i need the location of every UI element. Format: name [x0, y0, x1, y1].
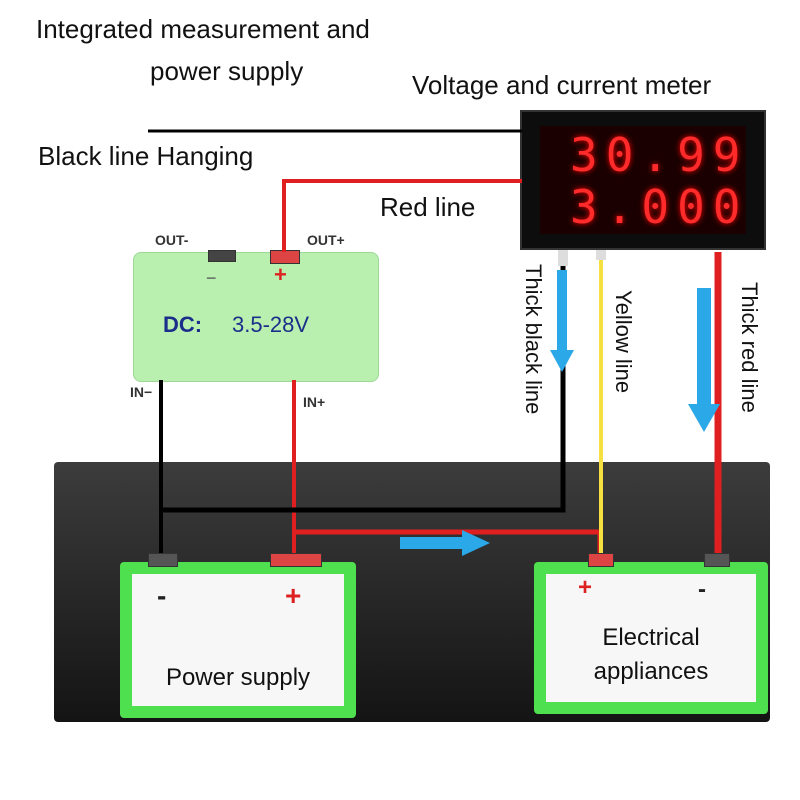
appliance-plus-sign: +	[578, 574, 593, 601]
meter-display	[540, 126, 746, 234]
meter-pin-yellow	[596, 250, 606, 260]
power-supply-plus-sign: +	[285, 580, 302, 611]
appliance-minus-terminal	[704, 553, 730, 567]
out-plus-label: OUT+	[307, 232, 345, 248]
current-reading: 3.000	[570, 180, 749, 234]
power-supply-minus-terminal	[148, 553, 178, 567]
appliance-plus-terminal	[588, 553, 614, 567]
appliance-face	[546, 574, 756, 702]
title-line-1: Integrated measurement and	[36, 14, 370, 44]
yellow-line-label: Yellow line	[611, 290, 636, 394]
power-supply-minus-sign: -	[157, 580, 167, 611]
out-minus-terminal	[208, 250, 236, 262]
right-arrow-current-icon	[400, 530, 490, 556]
in-minus-label: IN−	[130, 384, 153, 400]
meter-title: Voltage and current meter	[412, 70, 712, 100]
power-supply-label: Power supply	[165, 664, 311, 691]
power-supply-face	[132, 574, 344, 706]
dc-label: DC:	[163, 312, 203, 337]
red-wire-out-plus	[282, 179, 522, 252]
appliance-label-line1: Electrical	[602, 624, 700, 651]
down-arrow-black-line-icon	[550, 270, 574, 372]
title-line-2: power supply	[150, 56, 304, 86]
thick-black-wire	[161, 252, 566, 513]
dc-converter-module	[133, 252, 379, 382]
out-minus-label: OUT-	[155, 232, 189, 248]
dc-minus-sign: −	[206, 268, 217, 288]
thick-black-line-label: Thick black line	[521, 264, 546, 415]
red-line-label: Red line	[380, 192, 476, 222]
thick-red-line-label: Thick red line	[737, 282, 762, 413]
meter-pin-black	[558, 250, 568, 266]
dc-voltage-range: 3.5-28V	[232, 312, 310, 337]
dc-plus-sign: +	[274, 262, 287, 287]
appliance-minus-sign: -	[698, 576, 706, 603]
appliance-label-line2: appliances	[593, 658, 709, 685]
in-plus-label: IN+	[303, 394, 326, 410]
down-arrow-red-line-icon	[688, 288, 720, 432]
power-supply-plus-terminal	[270, 553, 322, 567]
voltage-reading: 30.99	[570, 128, 749, 182]
black-line-hanging-label: Black line Hanging	[38, 141, 254, 171]
